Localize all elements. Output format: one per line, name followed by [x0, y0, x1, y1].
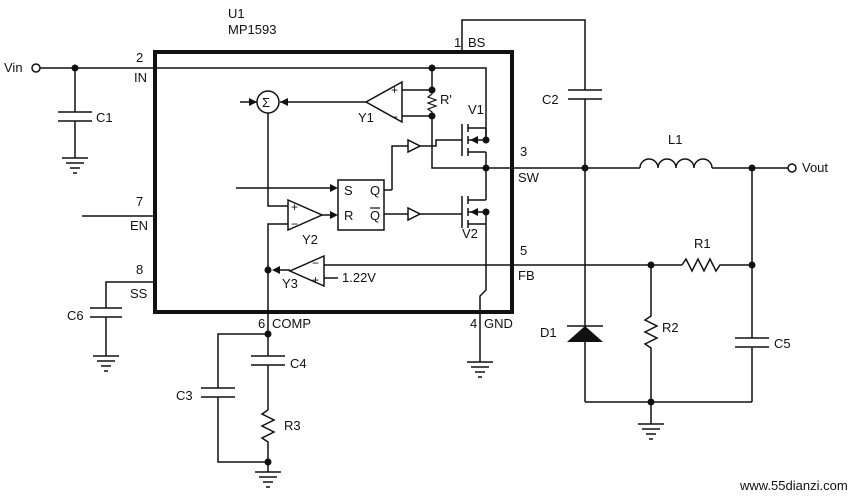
- c5-label: C5: [774, 336, 791, 351]
- error-amp-y3: − +: [272, 254, 512, 288]
- pin-gnd-num: 4: [470, 316, 477, 331]
- capacitor-c2: [568, 89, 602, 168]
- latch-qbar: Q: [370, 208, 380, 223]
- diode-d1: [567, 168, 603, 402]
- y1-label: Y1: [358, 110, 374, 125]
- r3-label: R3: [284, 418, 301, 433]
- comparator-y2: + −: [287, 198, 338, 232]
- vin-label: Vin: [4, 60, 23, 75]
- c3-label: C3: [176, 388, 193, 403]
- pin-fb-name: FB: [518, 268, 535, 283]
- pin-comp-name: COMP: [272, 316, 311, 331]
- ground-c6: [93, 355, 119, 372]
- mosfet-v2: [461, 190, 487, 312]
- chip-part: MP1593: [228, 22, 276, 37]
- pin-bs-num: 1: [454, 35, 461, 50]
- pin-sw-num: 3: [520, 144, 527, 159]
- c6-label: C6: [67, 308, 84, 323]
- d1-label: D1: [540, 325, 557, 340]
- capacitor-c3: [201, 387, 268, 463]
- c1-label: C1: [96, 110, 113, 125]
- sum-symbol: Σ: [262, 95, 270, 110]
- resistor-r1: [681, 257, 752, 273]
- ground-output: [638, 423, 664, 440]
- svg-text:+: +: [291, 200, 298, 214]
- vout-terminal: [787, 163, 797, 173]
- latch-q: Q: [370, 183, 380, 198]
- reference-voltage: 1.22V: [342, 270, 376, 285]
- v2-label: V2: [462, 226, 478, 241]
- ground-c1: [62, 157, 88, 174]
- pin-ss-name: SS: [130, 286, 148, 301]
- svg-text:+: +: [312, 273, 319, 287]
- amplifier-y1: + −: [364, 80, 432, 124]
- pin-in-num: 2: [136, 50, 143, 65]
- chip-ref: U1: [228, 6, 245, 21]
- resistor-r3: [260, 409, 276, 462]
- pin-en-name: EN: [130, 218, 148, 233]
- capacitor-c6: [90, 281, 155, 356]
- pin-bs-name: BS: [468, 35, 486, 50]
- watermark: www.55dianzi.com: [739, 478, 848, 493]
- r1-label: R1: [694, 236, 711, 251]
- svg-text:−: −: [291, 217, 298, 231]
- v1-label: V1: [468, 102, 484, 117]
- latch-r: R: [344, 208, 353, 223]
- svg-text:−: −: [312, 256, 319, 270]
- rprime-label: R': [440, 92, 452, 107]
- sr-latch: [337, 179, 385, 231]
- capacitor-c4: [251, 355, 285, 410]
- y2-label: Y2: [302, 232, 318, 247]
- pin-fb-num: 5: [520, 243, 527, 258]
- pin-en-num: 7: [136, 194, 143, 209]
- ground-gnd-pin: [467, 361, 493, 378]
- svg-text:+: +: [391, 83, 398, 97]
- resistor-rprime: [426, 90, 438, 116]
- pin-gnd-name: GND: [484, 316, 513, 331]
- pin-in-name: IN: [134, 70, 147, 85]
- y3-label: Y3: [282, 276, 298, 291]
- chip-body: [153, 50, 514, 314]
- pin-sw-name: SW: [518, 170, 540, 185]
- svg-text:−: −: [391, 110, 398, 124]
- vout-label: Vout: [802, 160, 828, 175]
- c4-label: C4: [290, 356, 307, 371]
- r2-label: R2: [662, 320, 679, 335]
- pin-ss-num: 8: [136, 262, 143, 277]
- resistor-r2: [643, 265, 659, 402]
- c2-label: C2: [542, 92, 559, 107]
- mosfet-v1: [461, 124, 487, 190]
- vin-terminal: [31, 63, 41, 73]
- inductor-l1: [639, 158, 788, 169]
- latch-s: S: [344, 183, 353, 198]
- ground-comp: [255, 471, 281, 488]
- capacitor-c1: [58, 68, 92, 158]
- l1-label: L1: [668, 132, 682, 147]
- pin-comp-num: 6: [258, 316, 265, 331]
- capacitor-c5: [735, 168, 769, 402]
